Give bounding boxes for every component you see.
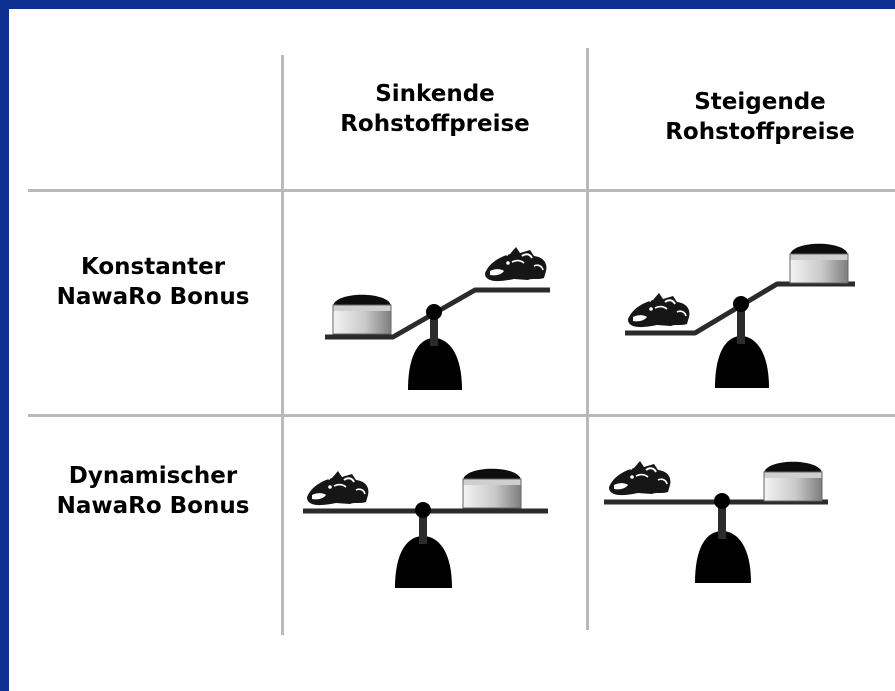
left-border-bar <box>0 0 9 691</box>
cow-icon <box>484 246 548 283</box>
grid-line-vertical-2 <box>586 48 589 630</box>
column-header-steigende: Steigende Rohstoffpreise <box>625 88 895 148</box>
cow-icon <box>608 460 672 497</box>
row-header-konstant-line1: Konstanter <box>80 254 226 280</box>
balance-scale-icon <box>325 287 550 390</box>
balance-scale-dynamisch-steigend <box>604 460 828 583</box>
column-header-sinkende: Sinkende Rohstoffpreise <box>300 80 570 140</box>
biogas-plant-icon <box>462 468 522 509</box>
balance-scale-konstant-sinkend <box>325 246 550 390</box>
cow-icon <box>306 470 370 507</box>
row-header-dynamisch-line1: Dynamischer <box>68 463 238 489</box>
biogas-plant-icon <box>763 461 823 502</box>
balance-scale-dynamisch-sinkend <box>303 468 548 588</box>
grid-line-horizontal-1 <box>28 189 895 192</box>
balance-scale-icon <box>303 502 548 588</box>
grid-line-horizontal-2 <box>28 414 895 417</box>
row-header-dynamisch-line2: NawaRo Bonus <box>56 492 250 519</box>
biogas-plant-icon <box>332 294 392 335</box>
column-header-sinkende-line2: Rohstoffpreise <box>340 110 530 137</box>
row-header-konstant: Konstanter NawaRo Bonus <box>28 253 278 313</box>
balance-scale-icon <box>625 281 855 388</box>
top-border-bar <box>0 0 895 9</box>
cow-icon <box>627 292 691 329</box>
grid-line-vertical-1 <box>281 55 284 635</box>
column-header-steigende-line1: Steigende <box>694 89 826 115</box>
biogas-plant-icon <box>789 243 849 284</box>
row-header-dynamisch: Dynamischer NawaRo Bonus <box>28 462 278 522</box>
balance-scale-konstant-steigend <box>625 243 855 388</box>
row-header-konstant-line2: NawaRo Bonus <box>56 283 250 310</box>
column-header-sinkende-line1: Sinkende <box>375 81 495 107</box>
balance-scale-icon <box>604 493 828 583</box>
column-header-steigende-line2: Rohstoffpreise <box>665 118 855 145</box>
